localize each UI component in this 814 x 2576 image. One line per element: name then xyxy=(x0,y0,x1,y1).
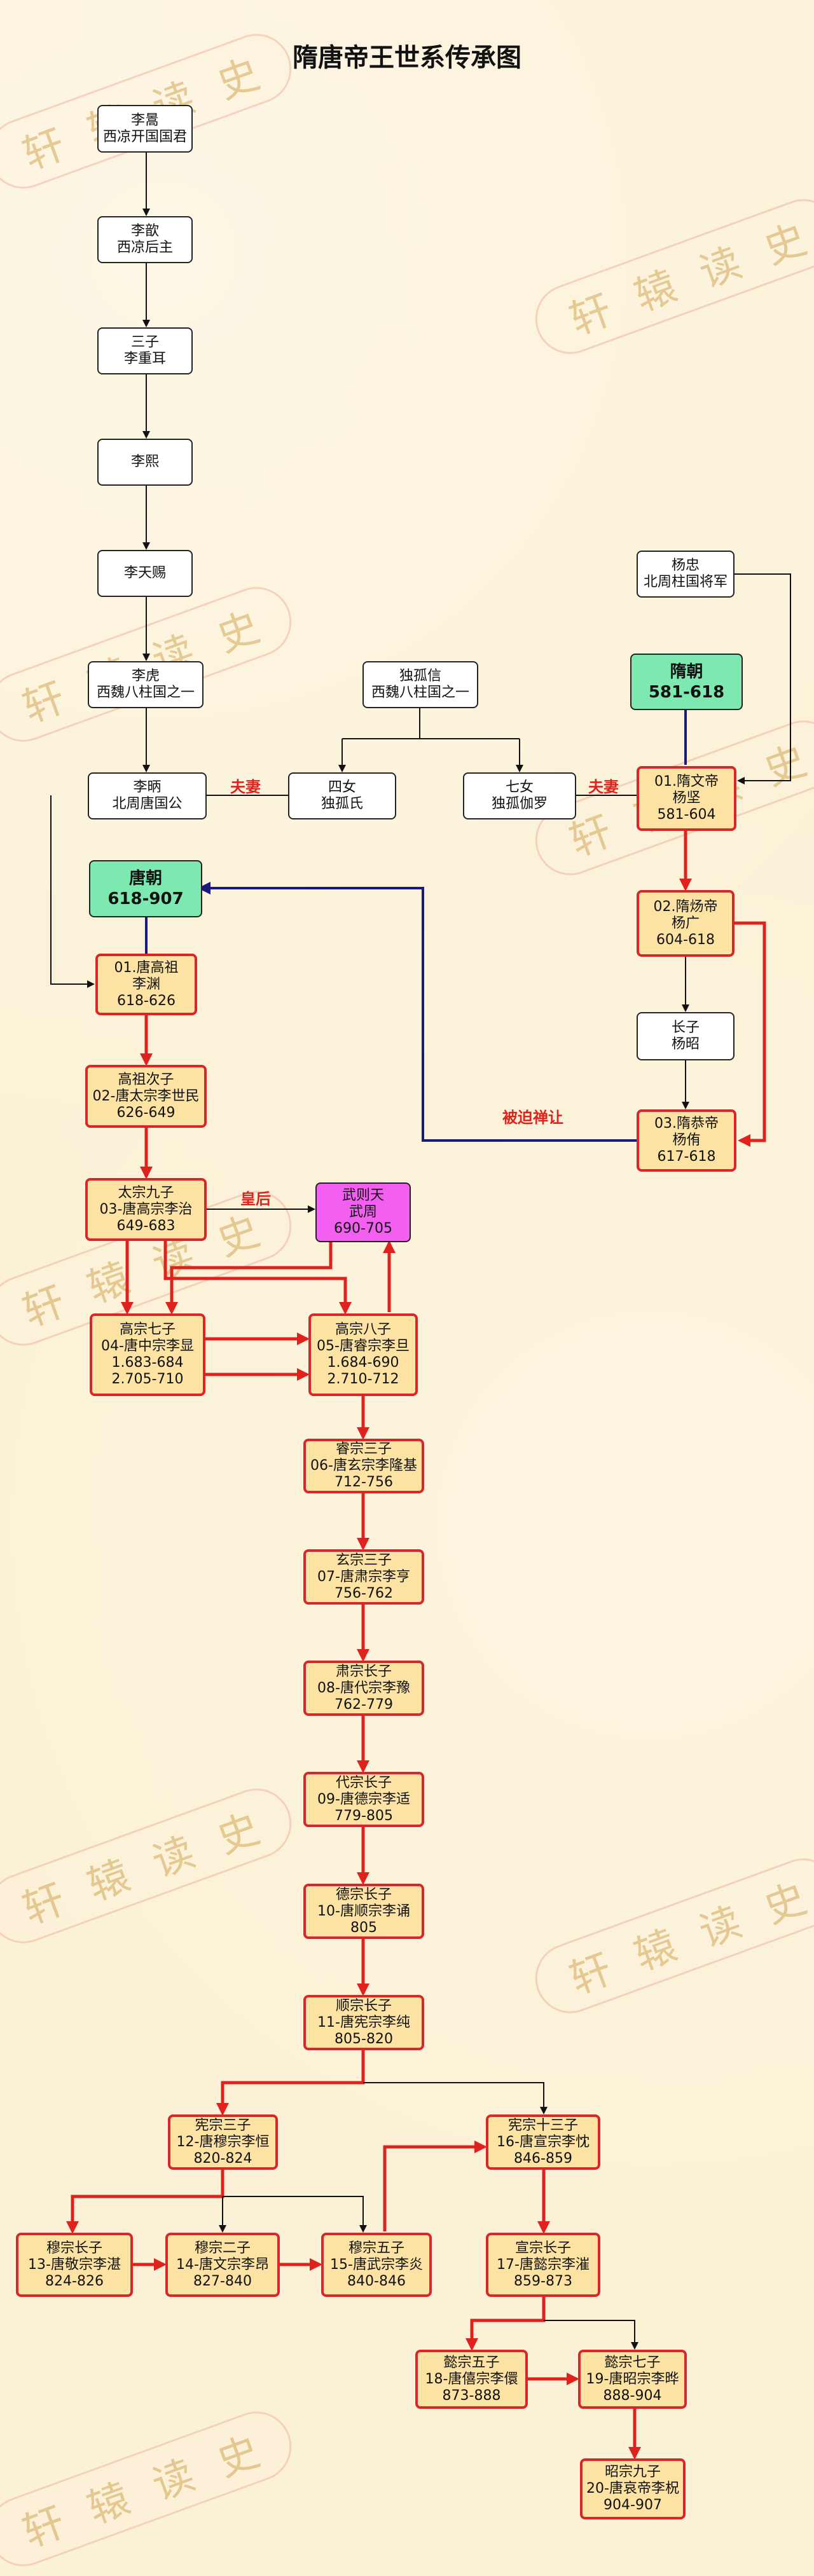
arrow-t11-t12 xyxy=(216,2050,365,2116)
page-title: 隋唐帝王世系传承图 xyxy=(293,43,521,72)
abdication-label: 被迫禅让 xyxy=(502,1109,563,1127)
node-qinv: 七女独孤伽罗 xyxy=(463,772,576,819)
arrow-abdication xyxy=(198,882,637,1142)
arrow-wu-t04 xyxy=(165,1242,333,1315)
node-libing: 李昞北周唐国公 xyxy=(88,772,207,819)
arrow-t11-t16 xyxy=(363,2082,548,2114)
node-sinv: 四女独孤氏 xyxy=(288,772,396,819)
empress-label: 皇后 xyxy=(240,1190,271,1208)
node-lixin: 李歆西凉后主 xyxy=(97,216,193,263)
spouse-label-li: 夫妻 xyxy=(230,778,261,796)
arrow-t15-t16 xyxy=(383,2141,487,2231)
node-yangzhao: 长子杨昭 xyxy=(637,1012,735,1060)
arrow-yangzhong-sui1 xyxy=(735,573,791,784)
arrow-sui2-sui3 xyxy=(735,921,766,1147)
node-litianci: 李天赐 xyxy=(97,550,193,597)
arrow-t17-t18 xyxy=(466,2297,546,2351)
arrow-t03-t04b xyxy=(163,1241,352,1315)
node-ligao: 李暠西凉开国国君 xyxy=(97,105,193,153)
arrow-t17-t19 xyxy=(544,2320,638,2350)
arrow-t12-t13 xyxy=(66,2170,224,2234)
node-dugu: 独孤信西魏八柱国之一 xyxy=(362,661,478,708)
node-lixi: 李熙 xyxy=(97,439,193,486)
node-yangzhong: 杨忠北周柱国将军 xyxy=(637,551,735,598)
node-lihu: 李虎西魏八柱国之一 xyxy=(88,661,204,708)
node-lichonger: 三子李重耳 xyxy=(97,327,193,374)
spouse-label-yang: 夫妻 xyxy=(588,778,619,796)
arrow-libing-t01 xyxy=(50,795,95,988)
arrow-t12-t15 xyxy=(223,2196,367,2233)
